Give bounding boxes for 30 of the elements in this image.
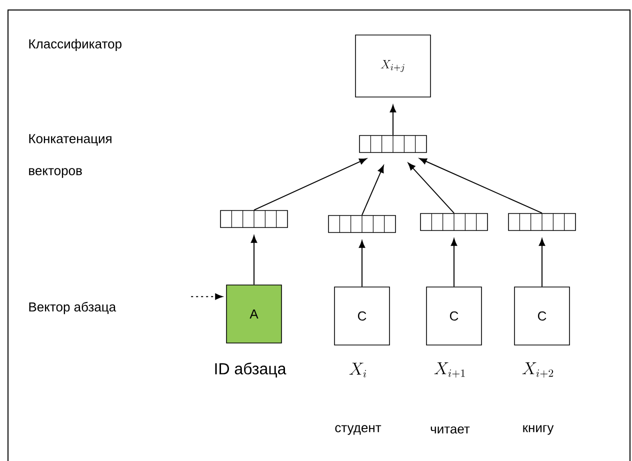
input-box: C bbox=[514, 286, 570, 346]
arrow bbox=[390, 104, 396, 136]
row-label: Вектор абзаца bbox=[29, 302, 116, 314]
input-box: C bbox=[426, 286, 482, 346]
input-box: C bbox=[334, 286, 390, 346]
arrow bbox=[450, 238, 458, 288]
word-label: книгу bbox=[523, 425, 554, 435]
word-label: студент bbox=[335, 425, 382, 435]
word-label: $X_{i +2}$ bbox=[522, 362, 554, 378]
vector-bar bbox=[508, 213, 576, 231]
classifier-box: $X_{i +j}$ bbox=[355, 34, 431, 98]
vector-bar bbox=[359, 135, 427, 153]
vector-bar bbox=[328, 215, 396, 233]
arrow bbox=[190, 293, 223, 300]
row-label: Конкатенация векторов bbox=[29, 134, 112, 178]
word-label: ID абзаца bbox=[215, 362, 286, 378]
arrow bbox=[250, 235, 258, 286]
vector-bar bbox=[220, 210, 288, 228]
arrow bbox=[419, 158, 542, 214]
arrow bbox=[362, 165, 384, 216]
word-label: $X_{i}$ bbox=[349, 362, 366, 378]
arrow bbox=[538, 238, 546, 288]
arrow bbox=[254, 158, 367, 211]
word-label: $X_{i +1}$ bbox=[434, 362, 465, 378]
arrow bbox=[358, 240, 366, 288]
word-label: читает bbox=[430, 426, 470, 434]
arrow bbox=[408, 162, 454, 214]
row-label: Классификатор bbox=[29, 38, 122, 52]
vector-bar bbox=[420, 213, 488, 231]
input-box: A bbox=[226, 284, 282, 344]
